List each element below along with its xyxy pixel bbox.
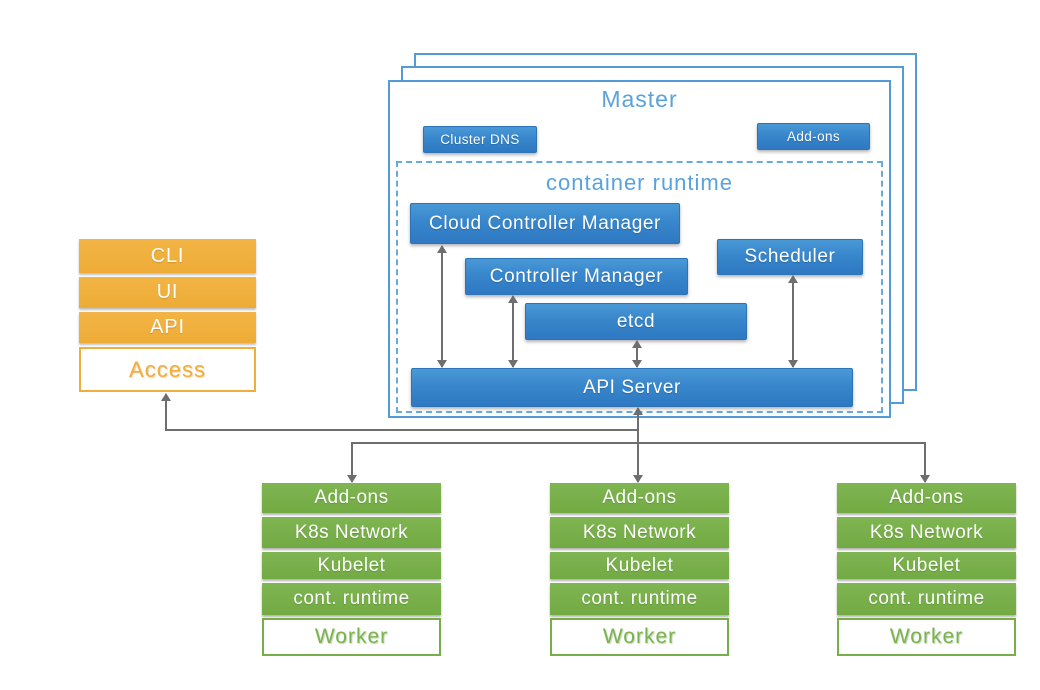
connector-apiserver-middle-worker <box>633 407 643 483</box>
etcd-box: etcd <box>525 303 747 340</box>
master-title: Master <box>601 86 678 112</box>
connector-arrow-left-worker <box>347 443 357 483</box>
controller-manager-box: Controller Manager <box>465 258 688 295</box>
worker1-layer-k8s-network: K8s Network <box>262 517 441 548</box>
worker2-layer-addons: Add-ons <box>550 483 729 513</box>
access-layer-cli: CLI <box>79 239 256 273</box>
worker3-layer-addons: Add-ons <box>837 483 1016 513</box>
arrow-ccm-apiserver <box>437 245 447 368</box>
access-layer-api: API <box>79 312 256 343</box>
connector-arrow-access <box>161 393 171 430</box>
worker3-layer-cont-runtime: cont. runtime <box>837 583 1016 615</box>
scheduler-box: Scheduler <box>717 239 863 275</box>
worker2-base-box: Worker <box>550 618 729 656</box>
connector-arrow-right-worker <box>920 443 930 483</box>
worker-stack-3: Add-ons K8s Network Kubelet cont. runtim… <box>837 483 1016 656</box>
master-addons-box: Add-ons <box>757 123 870 150</box>
connector-horizontal-access <box>165 429 639 431</box>
worker3-layer-k8s-network: K8s Network <box>837 517 1016 548</box>
connector-horizontal-workers <box>351 442 926 444</box>
worker3-layer-kubelet: Kubelet <box>837 552 1016 579</box>
access-base-box: Access <box>79 347 256 392</box>
worker-stack-2: Add-ons K8s Network Kubelet cont. runtim… <box>550 483 729 656</box>
worker3-base-box: Worker <box>837 618 1016 656</box>
worker1-layer-cont-runtime: cont. runtime <box>262 583 441 615</box>
worker2-layer-kubelet: Kubelet <box>550 552 729 579</box>
worker1-layer-kubelet: Kubelet <box>262 552 441 579</box>
arrow-scheduler-apiserver <box>788 275 798 368</box>
worker1-base-box: Worker <box>262 618 441 656</box>
worker1-layer-addons: Add-ons <box>262 483 441 513</box>
cluster-dns-box: Cluster DNS <box>423 126 537 153</box>
access-layer-ui: UI <box>79 277 256 308</box>
arrow-etcd-apiserver <box>632 340 642 368</box>
worker2-layer-cont-runtime: cont. runtime <box>550 583 729 615</box>
worker2-layer-k8s-network: K8s Network <box>550 517 729 548</box>
container-runtime-title: container runtime <box>546 170 733 195</box>
arrow-controllermanager-apiserver <box>508 295 518 368</box>
api-server-box: API Server <box>411 368 853 407</box>
cloud-controller-manager-box: Cloud Controller Manager <box>410 203 680 244</box>
worker-stack-1: Add-ons K8s Network Kubelet cont. runtim… <box>262 483 441 656</box>
